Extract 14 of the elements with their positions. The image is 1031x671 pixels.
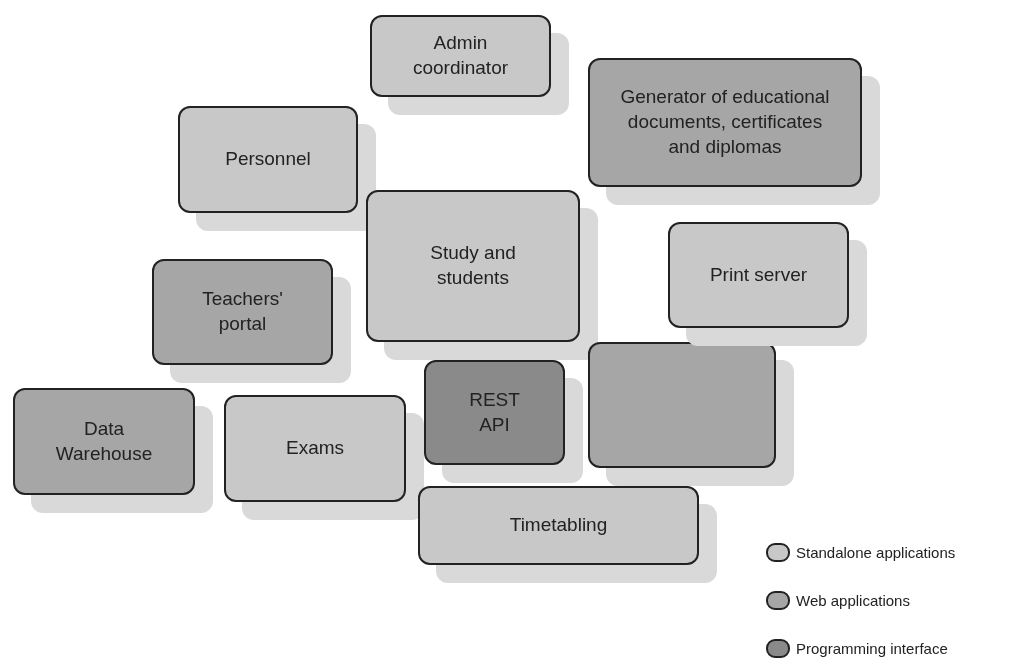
application-box: Data Warehouse: [13, 388, 195, 495]
application-box: Admin coordinator: [370, 15, 551, 97]
legend-label: Standalone applications: [796, 544, 956, 561]
legend-label: Programming interface: [796, 640, 948, 657]
application-box: Study and students: [366, 190, 580, 342]
application-box: Exams: [224, 395, 406, 502]
application-box: Teachers' portal: [152, 259, 333, 365]
application-box: REST API: [424, 360, 565, 465]
application-box: Generator of educational documents, certificates and diplomas: [588, 58, 862, 187]
application-box: Timetabling: [418, 486, 699, 565]
legend-label: Web applications: [796, 592, 910, 609]
application-box: Print server: [668, 222, 849, 328]
application-box: Personnel: [178, 106, 358, 213]
application-box: [588, 342, 776, 468]
